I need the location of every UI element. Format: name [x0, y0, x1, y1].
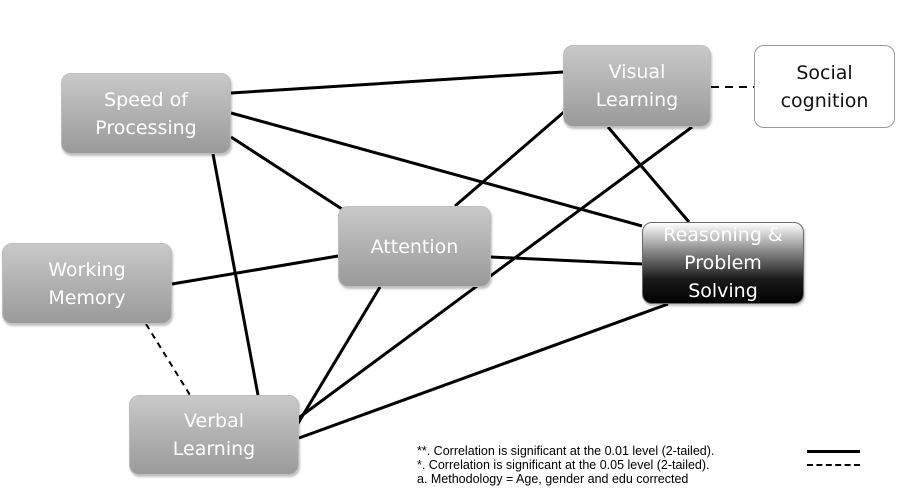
edge-visual-reasoning	[606, 126, 691, 223]
edge-working-attention	[171, 254, 339, 286]
legend-row-001: **. Correlation is significant at the 0.…	[417, 444, 897, 458]
edge-attention-verbal	[292, 286, 382, 431]
edge-reasoning-verbal	[298, 302, 669, 440]
node-reasoning-problem-solving: Reasoning & Problem Solving	[642, 222, 804, 304]
edge-speed-reasoning	[230, 111, 643, 228]
node-speed-of-processing: Speed of Processing	[61, 73, 231, 154]
edge-visual-attention	[454, 110, 565, 208]
legend-text-methodology: a. Methodology = Age, gender and edu cor…	[417, 472, 689, 486]
edge-attention-reasoning	[490, 255, 643, 266]
node-social-cognition: Social cognition	[754, 45, 895, 128]
node-verbal-learning: Verbal Learning	[129, 395, 299, 475]
edge-speed-visual	[230, 70, 564, 95]
legend: **. Correlation is significant at the 0.…	[417, 444, 897, 486]
legend-text-005: *. Correlation is significant at the 0.0…	[417, 458, 710, 472]
legend-dashed-line	[807, 464, 860, 466]
node-attention: Attention	[338, 206, 491, 287]
legend-row-005: *. Correlation is significant at the 0.0…	[417, 458, 897, 472]
edge-working-verbal	[145, 323, 191, 396]
node-visual-learning: Visual Learning	[563, 45, 711, 127]
legend-solid-line	[807, 450, 860, 453]
legend-row-methodology: a. Methodology = Age, gender and edu cor…	[417, 472, 897, 486]
node-working-memory: Working Memory	[2, 243, 172, 324]
edge-speed-attention	[230, 135, 346, 213]
legend-text-001: **. Correlation is significant at the 0.…	[417, 444, 715, 458]
